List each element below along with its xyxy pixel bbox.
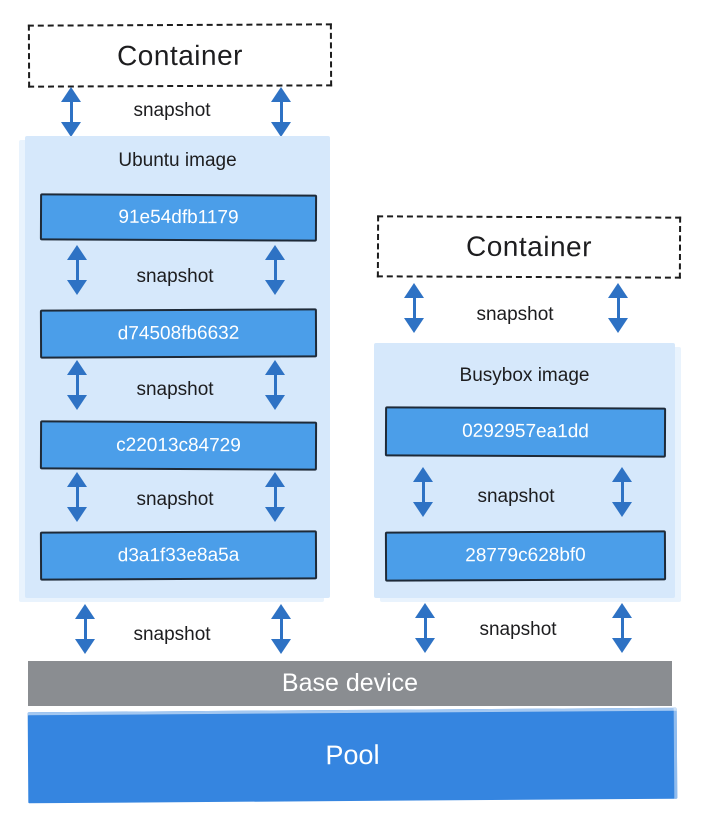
snapshot-label: snapshot xyxy=(476,304,554,325)
snapshot-arrow-icon xyxy=(413,603,437,653)
snapshot-arrow-icon xyxy=(269,87,293,137)
busybox-image-box: Busybox image 0292957ea1dd snapshot 2877… xyxy=(374,343,675,598)
snapshot-label: snapshot xyxy=(477,486,555,507)
image-title: Ubuntu image xyxy=(118,150,237,171)
image-title: Busybox image xyxy=(459,365,590,386)
layer-id: 0292957ea1dd xyxy=(462,420,589,443)
snapshot-label: snapshot xyxy=(479,619,557,640)
snapshot-arrow-icon xyxy=(606,283,630,333)
snapshot-arrow-icon xyxy=(65,245,89,295)
snapshot-label: snapshot xyxy=(133,100,211,121)
snapshot-arrow-icon xyxy=(65,472,89,522)
image-layer: d3a1f33e8a5a xyxy=(39,530,318,581)
ubuntu-image-box: Ubuntu image 91e54dfb1179 snapshot d7450… xyxy=(25,136,330,598)
snapshot-arrow-icon xyxy=(263,245,287,295)
layer-id: d74508fb6632 xyxy=(117,322,240,344)
image-layer: d74508fb6632 xyxy=(39,308,318,359)
image-layer: c22013c84729 xyxy=(39,420,318,471)
snapshot-arrow-icon xyxy=(263,472,287,522)
container-box-right: Container xyxy=(376,215,682,279)
layer-id: 91e54dfb1179 xyxy=(118,206,239,228)
snapshot-arrow-icon xyxy=(402,283,426,333)
snapshot-arrow-icon xyxy=(610,467,634,517)
image-layer: 28779c628bf0 xyxy=(384,530,667,582)
base-device-label: Base device xyxy=(281,669,419,697)
snapshot-arrow-icon xyxy=(411,467,435,517)
container-box-left: Container xyxy=(27,23,333,88)
snapshot-label: snapshot xyxy=(133,624,211,645)
layer-id: c22013c84729 xyxy=(116,434,241,456)
image-layer: 0292957ea1dd xyxy=(384,406,667,458)
snapshot-arrow-icon xyxy=(59,87,83,137)
snapshot-arrow-icon xyxy=(65,360,89,410)
snapshot-arrow-icon xyxy=(610,603,634,653)
image-layer: 91e54dfb1179 xyxy=(39,193,318,242)
base-device-bar: Base device xyxy=(28,661,672,706)
snapshot-arrow-icon xyxy=(269,604,293,654)
pool-bar: Pool xyxy=(27,707,678,804)
layer-id: d3a1f33e8a5a xyxy=(117,544,240,566)
snapshot-label: snapshot xyxy=(136,379,214,400)
container-label: Container xyxy=(116,39,244,71)
pool-label: Pool xyxy=(325,739,380,771)
snapshot-label: snapshot xyxy=(136,266,214,287)
snapshot-arrow-icon xyxy=(73,604,97,654)
snapshot-arrow-icon xyxy=(263,360,287,410)
layer-id: 28779c628bf0 xyxy=(465,544,586,567)
snapshot-label: snapshot xyxy=(136,489,214,510)
container-label: Container xyxy=(465,230,593,263)
